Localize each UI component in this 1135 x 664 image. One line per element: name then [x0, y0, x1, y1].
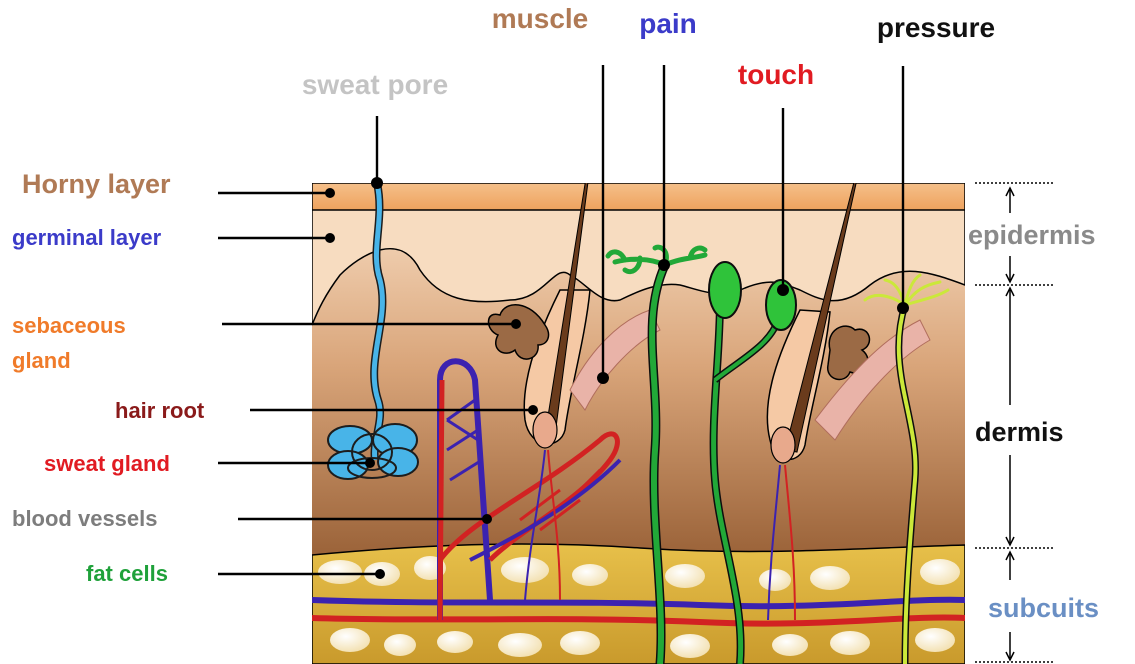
fat-cell — [330, 628, 370, 652]
fat-cell — [830, 631, 870, 655]
label-fat-cells: fat cells — [86, 561, 168, 586]
label-epidermis: epidermis — [968, 220, 1096, 250]
skin-block — [312, 90, 965, 664]
label-touch: touch — [738, 59, 814, 90]
fat-cell — [437, 631, 473, 653]
fat-cell — [501, 557, 549, 583]
fat-cell — [384, 634, 416, 656]
fat-cell — [560, 631, 600, 655]
label-germinal-layer: germinal layer — [12, 225, 162, 250]
fat-cell — [670, 634, 710, 658]
fat-cell — [772, 634, 808, 656]
label-muscle: muscle — [492, 3, 589, 34]
fat-cell — [810, 566, 850, 590]
label-sebaceous-gland-line2: gland — [12, 348, 71, 373]
label-pressure: pressure — [877, 12, 995, 43]
fat-cell — [920, 559, 960, 585]
label-sweat-pore: sweat pore — [302, 69, 448, 100]
fat-cell — [498, 633, 542, 657]
horny-layer — [312, 183, 965, 210]
label-sebaceous-gland-line1: sebaceous — [12, 313, 126, 338]
label-hair-root: hair root — [115, 398, 205, 423]
label-blood-vessels: blood vessels — [12, 506, 158, 531]
label-horny-layer: Horny layer — [22, 169, 171, 199]
fat-cell — [915, 628, 955, 652]
label-subcutis: subcuits — [988, 593, 1099, 623]
fat-cell — [572, 564, 608, 586]
fat-cell — [759, 569, 791, 591]
label-dermis: dermis — [975, 417, 1064, 447]
fat-cell — [665, 564, 705, 588]
fat-cell — [318, 560, 362, 584]
label-sweat-gland: sweat gland — [44, 451, 170, 476]
label-pain: pain — [639, 8, 697, 39]
